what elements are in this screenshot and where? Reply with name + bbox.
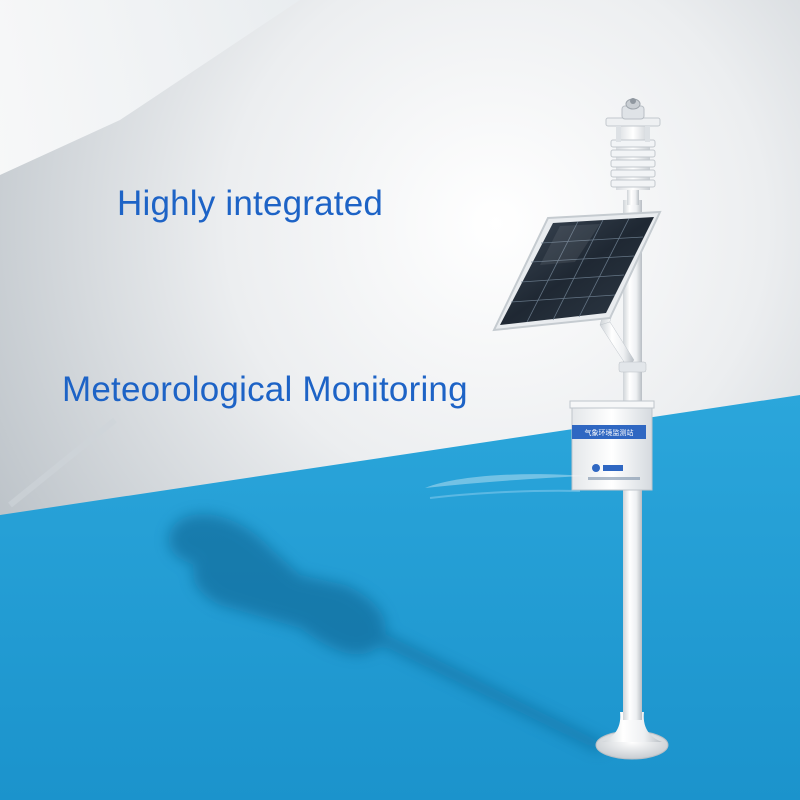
pole-shadow: [168, 514, 606, 752]
headline-primary: Highly integrated: [117, 184, 384, 223]
watermark-logo: [425, 474, 585, 499]
solar-panel: [492, 210, 662, 332]
ceiling-band: [0, 0, 300, 175]
sensor-shield: [605, 98, 661, 205]
wall-crease: [8, 417, 117, 508]
headline-secondary: Meteorological Monitoring: [62, 370, 468, 409]
enclosure-label: 气象环境监测站: [585, 428, 634, 437]
pole-clamp: [618, 361, 647, 373]
panel-brace: [599, 321, 635, 369]
pole-base-flare: [602, 712, 662, 742]
enclosure-box: 气象环境监测站: [569, 400, 655, 491]
floor: [0, 395, 800, 800]
